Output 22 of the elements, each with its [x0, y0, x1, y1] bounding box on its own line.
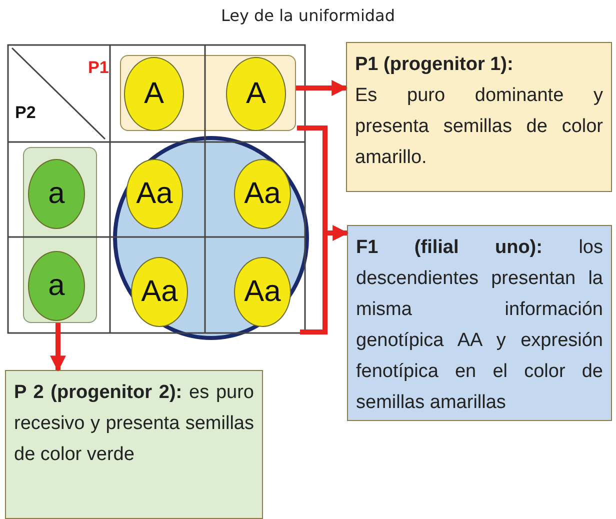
diagram-title: Ley de la uniformidad [220, 6, 396, 25]
info-text: Es puro dominante y presenta semillas de color amarillo. [355, 84, 603, 170]
allele-circle: a [28, 251, 85, 321]
info-box [5, 370, 263, 519]
arrow [50, 323, 66, 372]
genotype-circle: Aa [126, 159, 183, 229]
genotype-circle: Aa [234, 159, 291, 229]
allele-circle: A [226, 57, 286, 131]
info-text: P 2 (progenitor 2): es puro recesivo y presenta semillas de color verde [14, 381, 254, 467]
arrow [296, 80, 348, 96]
info-heading: P1 (progenitor 1): [355, 53, 514, 77]
genotype-circle: Aa [131, 257, 188, 327]
arrow [294, 126, 350, 334]
parent-band [120, 55, 296, 131]
header-label: P1 [88, 58, 109, 78]
genotype-circle: Aa [234, 257, 291, 327]
parent-band [23, 147, 97, 323]
header-label: P2 [15, 103, 36, 123]
allele-circle: A [124, 57, 184, 131]
info-box [346, 42, 612, 192]
info-text: F1 (filial uno): los descendientes presentan la misma información genotípica AA y expresión fenotípica en el color de semillas amarillas [356, 236, 603, 415]
allele-circle: a [28, 159, 85, 229]
